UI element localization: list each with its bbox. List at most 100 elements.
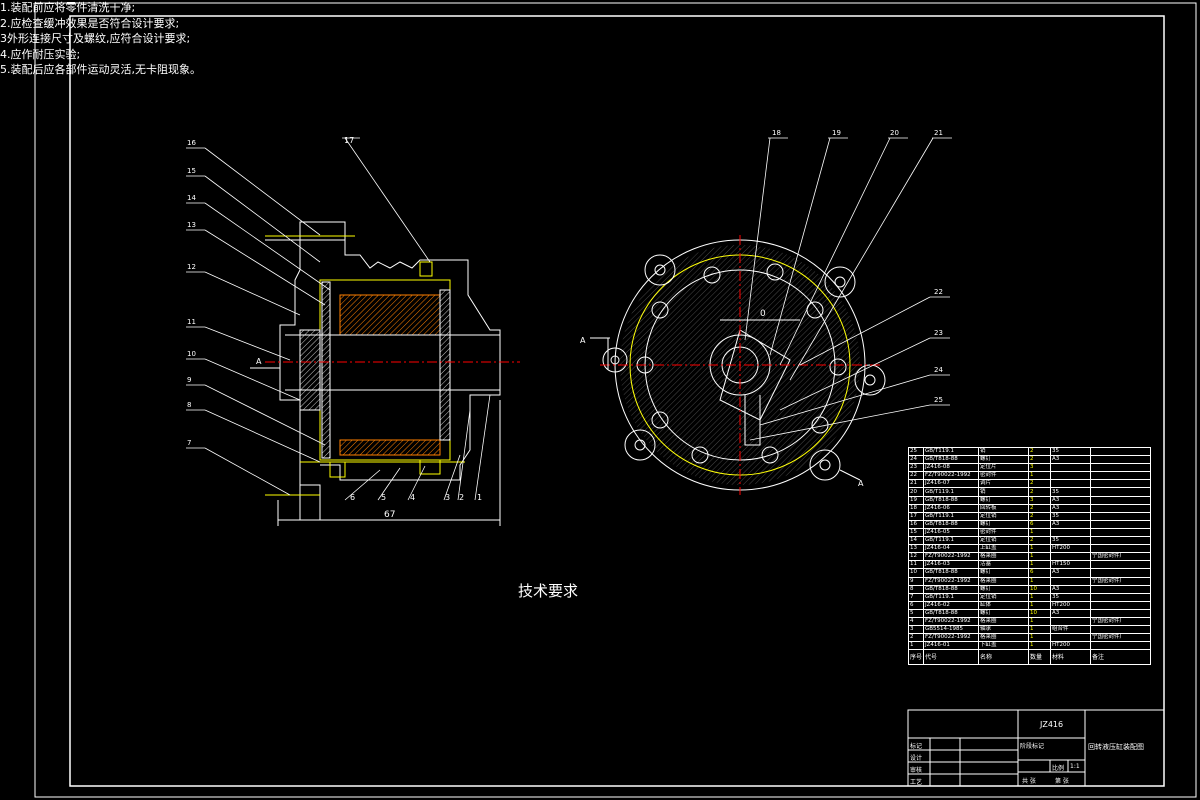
bom-cell: A3 (1050, 455, 1092, 465)
bom-cell: 格莱圈 (978, 616, 1030, 627)
bom-cell: 35 (1050, 592, 1092, 602)
bom-cell: 20 (907, 487, 925, 497)
bom-cell (1090, 487, 1151, 497)
leader-12: 12 (187, 263, 196, 271)
bom-cell: 回转板 (978, 503, 1030, 513)
bom-cell: 2 (1028, 479, 1052, 489)
bom-cell (1090, 503, 1151, 513)
bom-cell: GB/T818-88 (923, 584, 980, 594)
bom-cell: GB/T818-88 (923, 495, 980, 505)
bom-cell: 轴承 (978, 625, 1030, 635)
leader-labels-bottom: 6 5 4 3 2 1 17 (344, 136, 482, 502)
bom-cell (1090, 592, 1151, 602)
bom-cell: GB/T119.1 (923, 487, 980, 497)
bom-cell: FZ/T90022-1992 (923, 552, 980, 562)
bom-cell: 6 (1028, 519, 1052, 529)
bom-cell: A3 (1050, 503, 1092, 513)
tb-label-scale: 比例 (1052, 765, 1065, 772)
bom-cell: 螺钉 (978, 608, 1030, 618)
bom-cell: 7 (907, 592, 925, 602)
bom-cell: 35 (1050, 511, 1092, 521)
bom-cell: 11 (907, 560, 925, 570)
bom-cell (1090, 641, 1151, 651)
bom-cell: 9 (907, 576, 925, 586)
bom-cell (1090, 608, 1151, 618)
leader-labels-left: 16 15 14 13 12 11 10 9 8 7 (187, 139, 196, 447)
bom-cell: FZ/T90022-1992 (923, 633, 980, 643)
bom-cell: 35 (1050, 446, 1092, 457)
bom-cell: A3 (1050, 519, 1092, 529)
section-mark-right-2: A (858, 479, 864, 488)
bom-cell: 螺钉 (978, 568, 1030, 578)
leader-14: 14 (187, 194, 196, 202)
bom-cell: 8 (907, 584, 925, 594)
bom-cell: 23 (907, 463, 925, 473)
leader-8: 8 (187, 401, 191, 409)
bom-cell: 宁国密封件厂 (1090, 616, 1151, 627)
tb-label-design: 设计 (910, 755, 923, 762)
bom-cell (1090, 463, 1151, 473)
bom-cell: 1 (1028, 560, 1052, 570)
bom-cell: JZ416-06 (923, 503, 980, 513)
tb-label-sheet: 第 张 (1055, 778, 1069, 785)
leader-15: 15 (187, 167, 196, 175)
bom-cell: 螺钉 (978, 519, 1030, 529)
tb-label-mark: 标记 (910, 743, 923, 750)
leader-2: 2 (459, 493, 464, 502)
bom-cell: 定位销 (978, 592, 1030, 602)
bom-cell: 1 (1028, 641, 1052, 651)
bom-cell: 定位销 (978, 536, 1030, 546)
bom-cell: 3 (907, 625, 925, 635)
bom-cell: 格莱圈 (978, 576, 1030, 586)
section-mark-left: A (256, 357, 262, 366)
bom-cell: JZ416-07 (923, 479, 980, 489)
leader-20: 20 (890, 129, 899, 137)
bom-cell (1090, 584, 1151, 594)
leader-17: 17 (344, 136, 354, 145)
end-view (590, 235, 886, 495)
bom-cell: 4 (907, 616, 925, 627)
leader-16: 16 (187, 139, 196, 147)
bom-header-cell: 备注 (1090, 649, 1151, 666)
bom-cell: A3 (1050, 495, 1092, 505)
drawing-code: JZ416 (1040, 720, 1064, 729)
bom-cell: JZ416-03 (923, 560, 980, 570)
bom-cell: 格莱圈 (978, 552, 1030, 562)
bom-cell: 1 (1028, 616, 1052, 627)
bom-cell (1090, 511, 1151, 521)
leader-3: 3 (445, 493, 450, 502)
radius-mark: 0 (760, 309, 766, 319)
bom-cell: GB/T119.1 (923, 592, 980, 602)
leader-23: 23 (934, 329, 943, 337)
leader-5: 5 (381, 493, 386, 502)
drawing-scale: 1:1 (1070, 763, 1080, 770)
bom-cell: A3 (1050, 608, 1092, 618)
bom-cell: 1 (1028, 600, 1052, 610)
bom-cell: A3 (1050, 584, 1092, 594)
tb-label-sheets: 共 张 (1022, 778, 1036, 785)
bom-cell: 35 (1050, 536, 1092, 546)
bom-cell: 调片 (978, 479, 1030, 489)
bom-cell: 活塞 (978, 560, 1030, 570)
inner-border (69, 15, 1165, 787)
bom-cell (1090, 560, 1151, 570)
bom-cell (1090, 495, 1151, 505)
leader-25: 25 (934, 396, 943, 404)
leader-11: 11 (187, 318, 196, 326)
bom-cell: 24 (907, 455, 925, 465)
leaders-left (186, 147, 331, 496)
leader-10: 10 (187, 350, 196, 358)
leader-21: 21 (934, 129, 943, 137)
bom-cell: 定位片 (978, 463, 1030, 473)
bom-cell: 定位销 (978, 511, 1030, 521)
